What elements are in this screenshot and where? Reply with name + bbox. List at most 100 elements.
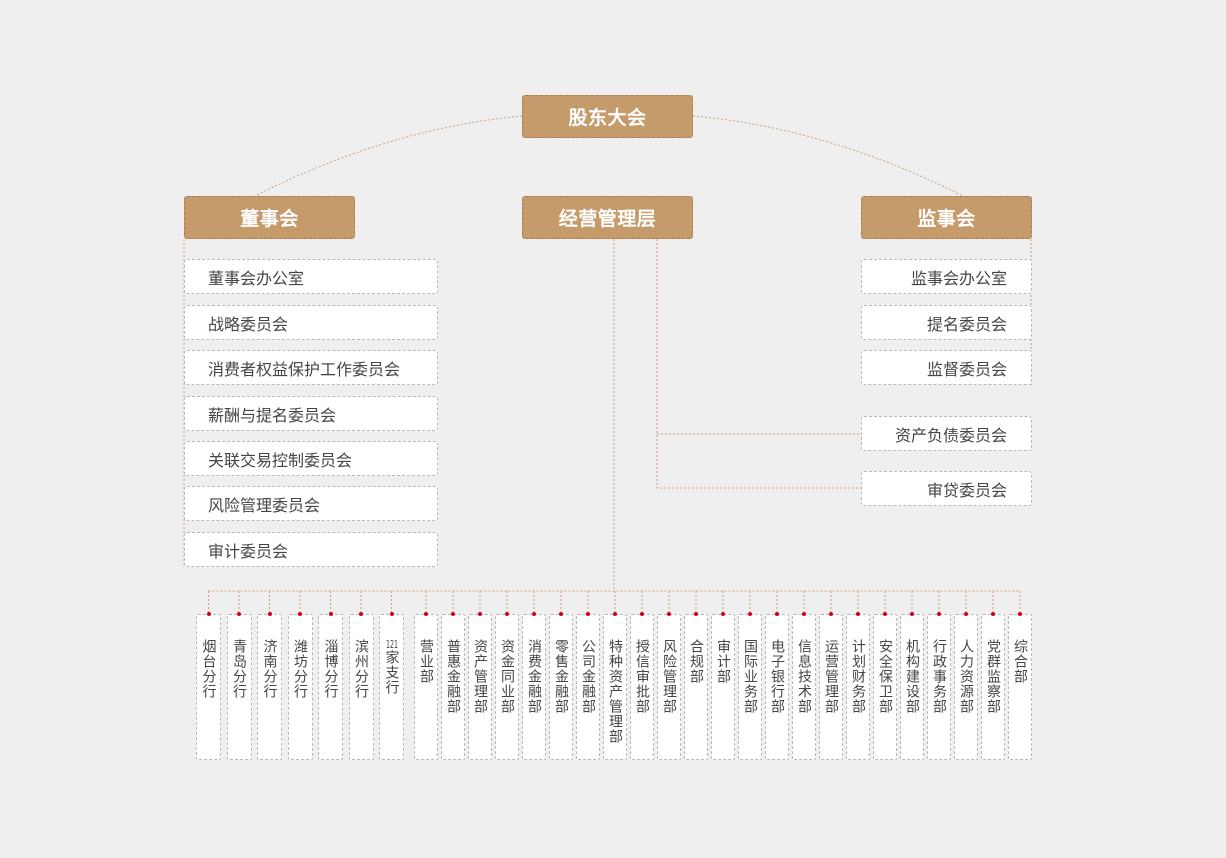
branch-label: 烟台分行 bbox=[200, 639, 217, 699]
department-label: 计划财务部 bbox=[850, 639, 866, 714]
department-column: 计划财务部 bbox=[846, 614, 870, 760]
supervisory-committee-item: 提名委员会 bbox=[861, 305, 1032, 340]
connector-dot bbox=[775, 612, 779, 616]
department-column: 风险管理部 bbox=[657, 614, 681, 760]
department-label: 电子银行部 bbox=[769, 639, 785, 714]
department-label: 授信审批部 bbox=[634, 639, 650, 714]
connector-dot bbox=[991, 612, 995, 616]
board-committee-item: 风险管理委员会 bbox=[184, 486, 438, 521]
branch-column: 烟台分行 bbox=[196, 614, 221, 760]
connector-line bbox=[692, 115, 964, 197]
department-label: 合规部 bbox=[688, 639, 704, 684]
department-label: 信息技术部 bbox=[796, 639, 812, 714]
connector-dot bbox=[237, 612, 241, 616]
branch-label: 济南分行 bbox=[261, 639, 278, 699]
connector-dot bbox=[586, 612, 590, 616]
branch-column: 121家支行 bbox=[379, 614, 404, 760]
board-committee-item: 关联交易控制委员会 bbox=[184, 441, 438, 476]
connector-dot bbox=[937, 612, 941, 616]
department-label: 消费金融部 bbox=[526, 639, 542, 714]
connector-dot bbox=[359, 612, 363, 616]
branch-column: 青岛分行 bbox=[226, 614, 252, 760]
connector-dot bbox=[328, 612, 333, 616]
department-column: 信息技术部 bbox=[792, 614, 816, 760]
board-committee-item: 董事会办公室 bbox=[184, 259, 438, 294]
connector-dot bbox=[478, 612, 482, 616]
management-committee-item: 审贷委员会 bbox=[861, 471, 1032, 506]
department-column: 电子银行部 bbox=[765, 614, 789, 760]
department-label: 普惠金融部 bbox=[445, 639, 461, 714]
department-label: 公司金融部 bbox=[580, 639, 596, 714]
department-label: 运营管理部 bbox=[823, 639, 839, 714]
department-column: 安全保卫部 bbox=[873, 614, 897, 760]
department-column: 国际业务部 bbox=[738, 614, 762, 760]
branch-label: 潍坊分行 bbox=[292, 639, 308, 699]
department-column: 综合部 bbox=[1008, 614, 1032, 760]
department-column: 特种资产管理部 bbox=[603, 614, 627, 760]
department-label: 营业部 bbox=[418, 639, 434, 684]
connector-dot bbox=[802, 612, 806, 616]
department-column: 公司金融部 bbox=[576, 614, 600, 760]
department-column: 资产管理部 bbox=[468, 614, 492, 760]
department-column: 资金同业部 bbox=[495, 614, 519, 760]
department-label: 特种资产管理部 bbox=[607, 639, 623, 744]
board-committee-item: 消费者权益保护工作委员会 bbox=[184, 350, 438, 385]
department-column: 营业部 bbox=[414, 614, 438, 760]
branch-label: 淄博分行 bbox=[322, 639, 339, 699]
department-column: 授信审批部 bbox=[630, 614, 654, 760]
branch-label: 青岛分行 bbox=[231, 639, 247, 699]
branch-label: 121家支行 bbox=[383, 639, 400, 695]
board-committee-item: 薪酬与提名委员会 bbox=[184, 396, 438, 431]
connector-dot bbox=[910, 612, 914, 616]
department-label: 资产管理部 bbox=[472, 639, 488, 714]
department-label: 审计部 bbox=[715, 639, 731, 684]
connector-dot bbox=[424, 612, 428, 616]
department-label: 机构建设部 bbox=[904, 639, 920, 714]
department-label: 风险管理部 bbox=[661, 639, 677, 714]
department-label: 综合部 bbox=[1012, 639, 1028, 684]
senior-management-box: 经营管理层 bbox=[522, 196, 693, 239]
branch-column: 济南分行 bbox=[257, 614, 282, 760]
branch-column: 滨州分行 bbox=[348, 614, 374, 760]
branch-column: 潍坊分行 bbox=[287, 614, 313, 760]
connector-dot bbox=[748, 612, 752, 616]
connector-dot bbox=[267, 612, 272, 616]
connector-dot bbox=[1018, 612, 1022, 616]
connector-dot bbox=[451, 612, 455, 616]
department-column: 运营管理部 bbox=[819, 614, 843, 760]
supervisory-committee-item: 监事会办公室 bbox=[861, 259, 1032, 294]
department-column: 合规部 bbox=[684, 614, 708, 760]
department-column: 党群监察部 bbox=[981, 614, 1005, 760]
connector-line bbox=[254, 115, 523, 197]
connector-dot bbox=[559, 612, 563, 616]
board-committee-item: 审计委员会 bbox=[184, 532, 438, 567]
department-column: 消费金融部 bbox=[522, 614, 546, 760]
connector-dot bbox=[829, 612, 833, 616]
board-of-directors-box: 董事会 bbox=[184, 196, 355, 239]
department-column: 人力资源部 bbox=[954, 614, 978, 760]
department-label: 国际业务部 bbox=[742, 639, 758, 714]
department-label: 行政事务部 bbox=[931, 639, 947, 714]
department-label: 安全保卫部 bbox=[877, 639, 893, 714]
branch-label: 滨州分行 bbox=[353, 639, 369, 699]
department-column: 行政事务部 bbox=[927, 614, 951, 760]
board-of-supervisors-box: 监事会 bbox=[861, 196, 1032, 239]
connector-dot bbox=[694, 612, 698, 616]
branch-column: 淄博分行 bbox=[318, 614, 343, 760]
department-column: 普惠金融部 bbox=[441, 614, 465, 760]
connector-dot bbox=[721, 612, 725, 616]
connector-dot bbox=[964, 612, 968, 616]
connector-dot bbox=[640, 612, 644, 616]
connector-dot bbox=[856, 612, 860, 616]
connector-dot bbox=[883, 612, 887, 616]
connector-dot bbox=[298, 612, 302, 616]
connector-dot bbox=[613, 612, 617, 616]
department-column: 零售金融部 bbox=[549, 614, 573, 760]
department-label: 党群监察部 bbox=[985, 639, 1001, 714]
connector-dot bbox=[667, 612, 671, 616]
board-committee-item: 战略委员会 bbox=[184, 305, 438, 340]
department-column: 审计部 bbox=[711, 614, 735, 760]
shareholders-meeting-box: 股东大会 bbox=[522, 95, 693, 138]
supervisory-committee-item: 监督委员会 bbox=[861, 350, 1032, 385]
department-label: 零售金融部 bbox=[553, 639, 569, 714]
